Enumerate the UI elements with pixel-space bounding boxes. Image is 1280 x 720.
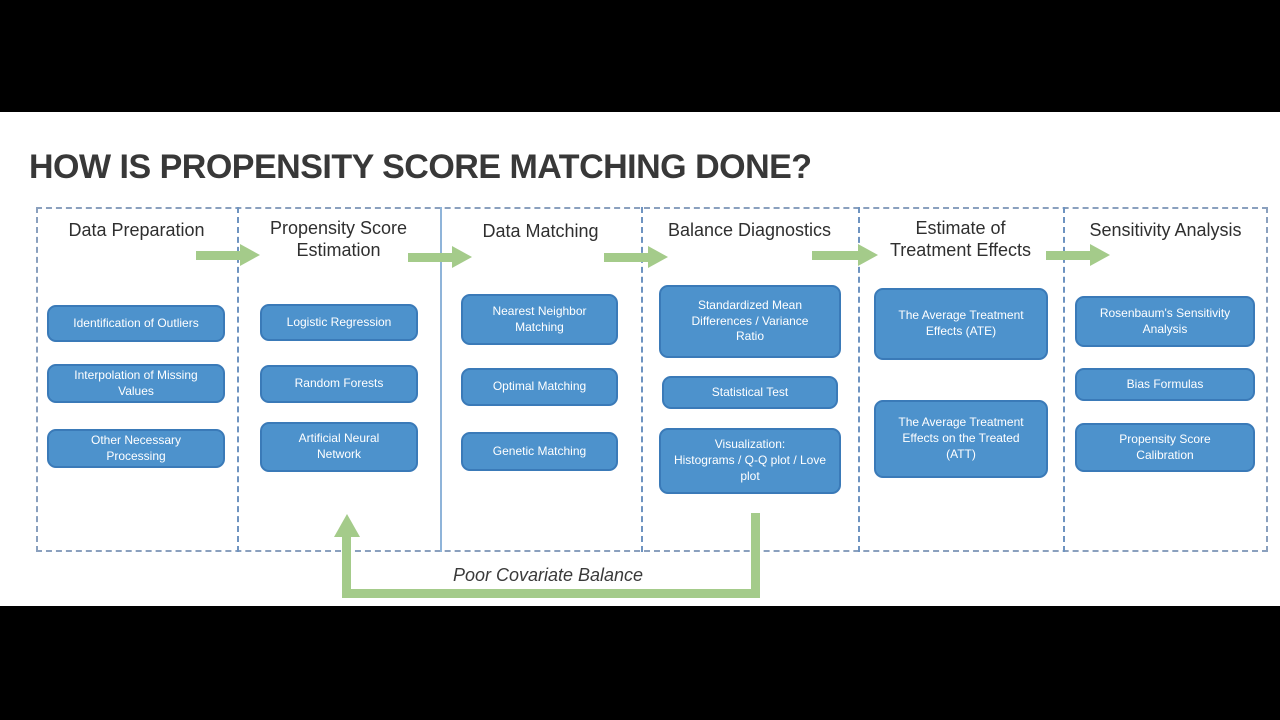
column-header-balance-diagnostics: Balance Diagnostics — [667, 220, 832, 240]
column-divider — [858, 207, 860, 552]
flow-arrow-icon — [196, 244, 260, 266]
column-header-sensitivity-analysis: Sensitivity Analysis — [1089, 220, 1242, 240]
page-title: HOW IS PROPENSITY SCORE MATCHING DONE? — [29, 148, 812, 186]
node-random-forests: Random Forests — [260, 365, 418, 403]
slide-background: HOW IS PROPENSITY SCORE MATCHING DONE? D… — [0, 112, 1280, 606]
node-identification-of-outliers: Identification of Outliers — [47, 305, 225, 342]
node-average-treatment-effects-ate: The Average Treatment Effects (ATE) — [874, 288, 1048, 360]
flow-arrow-icon — [1046, 244, 1110, 266]
flow-arrow-icon — [812, 244, 878, 266]
feedback-arrow-right-segment — [751, 513, 760, 598]
node-statistical-test: Statistical Test — [662, 376, 838, 409]
column-header-data-matching: Data Matching — [482, 221, 599, 241]
node-nearest-neighbor-matching: Nearest Neighbor Matching — [461, 294, 618, 345]
feedback-arrow-bottom-segment — [342, 589, 760, 598]
node-average-treatment-effects-att: The Average Treatment Effects on the Tre… — [874, 400, 1048, 478]
column-divider — [1063, 207, 1065, 552]
node-visualization-plots: Visualization: Histograms / Q-Q plot / L… — [659, 428, 841, 494]
node-interpolation-of-missing-values: Interpolation of Missing Values — [47, 364, 225, 403]
feedback-arrow-left-segment — [342, 536, 351, 598]
column-header-data-preparation: Data Preparation — [68, 220, 205, 240]
node-genetic-matching: Genetic Matching — [461, 432, 618, 471]
node-bias-formulas: Bias Formulas — [1075, 368, 1255, 401]
column-divider — [641, 207, 643, 552]
flow-arrow-icon — [408, 246, 472, 268]
flow-diagram-border — [36, 207, 1268, 552]
node-optimal-matching: Optimal Matching — [461, 368, 618, 406]
node-standardized-mean-differences: Standardized Mean Differences / Variance… — [659, 285, 841, 358]
feedback-label: Poor Covariate Balance — [452, 565, 644, 585]
node-logistic-regression: Logistic Regression — [260, 304, 418, 341]
column-divider — [237, 207, 239, 552]
node-artificial-neural-network: Artificial Neural Network — [260, 422, 418, 472]
node-other-necessary-processing: Other Necessary Processing — [47, 429, 225, 468]
column-header-estimate-treatment-effects: Estimate of Treatment Effects — [889, 218, 1032, 260]
column-header-propensity-score-estimation: Propensity Score Estimation — [269, 218, 408, 260]
flow-arrow-icon — [604, 246, 668, 268]
column-divider — [440, 207, 442, 552]
feedback-arrowhead-up-icon — [334, 514, 360, 537]
node-propensity-score-calibration: Propensity Score Calibration — [1075, 423, 1255, 472]
node-rosenbaums-sensitivity-analysis: Rosenbaum's Sensitivity Analysis — [1075, 296, 1255, 347]
